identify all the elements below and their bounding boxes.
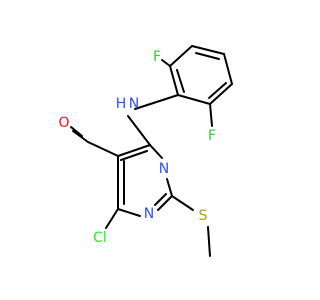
bond-ring-ortho-bottom-to-ipso [177, 94, 211, 105]
bond-ring-para-to-meta-bottom [223, 53, 233, 85]
bond-cho-double [70, 126, 83, 137]
atom-label-n-amine: N [129, 96, 139, 112]
bond-c4-c5-double [120, 150, 148, 161]
atom-label-n3-ring: N [144, 206, 154, 222]
bond-nh-to-c4 [127, 115, 151, 146]
atom-label-n1-ring: N [159, 161, 169, 177]
bond-ring-meta-top-to-para [191, 45, 225, 55]
bond-cho-c-to-o [72, 130, 89, 143]
atom-label-f-top: F [153, 49, 161, 65]
atom-label-o-aldehyde: O [58, 115, 69, 131]
bond-ring-double-1 [176, 69, 185, 93]
atom-label-h-amine: H [116, 96, 127, 112]
bond-c-f-top [161, 59, 171, 67]
bond-c4-to-n3 [149, 144, 163, 159]
bond-ring-double-3 [208, 82, 227, 99]
atom-label-f-bottom: F [208, 128, 216, 144]
bond-c-f-bottom [209, 103, 213, 127]
atom-label-cl: Cl [93, 230, 107, 246]
bond-c2-n1-double [154, 193, 167, 206]
bond-c6-to-cl [105, 208, 119, 229]
bond-s-to-methyl [207, 226, 211, 257]
bond-c2-to-n1 [157, 195, 173, 211]
bond-c5-to-cho [87, 141, 119, 157]
bond-ring-meta-bottom-to-ortho-bottom [209, 83, 233, 105]
bond-c2-to-s [171, 195, 194, 211]
bond-c4-to-c5 [117, 144, 151, 157]
bond-layer [70, 45, 233, 257]
atom-label-layer: F F N H O N N Cl S [58, 49, 216, 246]
bond-ring-ipso-to-ortho-top [169, 65, 179, 96]
atom-label-s: S [199, 208, 208, 224]
bond-ring-ortho-top-to-meta-top [169, 45, 193, 67]
bond-n3-to-c2 [166, 178, 173, 197]
bond-n1-to-c6 [117, 208, 141, 217]
molecule-structure-diagram: F F N H O N N Cl S [58, 45, 233, 257]
bond-ring-to-nh [134, 94, 179, 110]
bond-ring-double-2 [195, 52, 220, 60]
